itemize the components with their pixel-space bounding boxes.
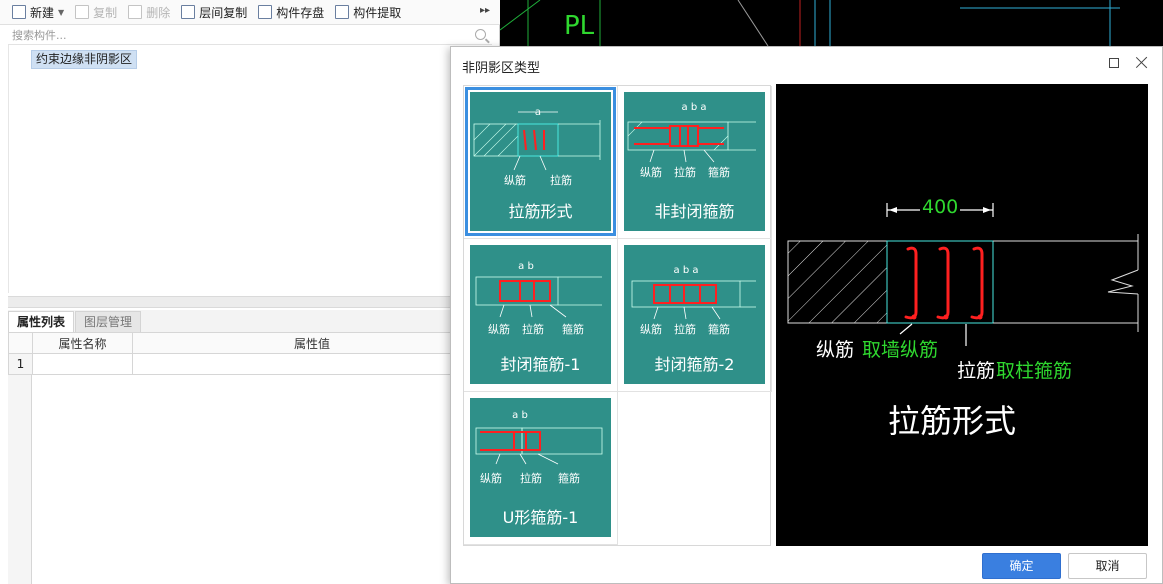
tile-note-tie: 拉筋	[550, 173, 572, 187]
save-component-button[interactable]: 构件存盘	[258, 0, 324, 25]
cad-text-pl: PL	[564, 11, 595, 41]
type-grid: a 纵筋 拉筋 拉筋形式	[463, 85, 772, 546]
tile-label: 封闭箍筋-1	[500, 355, 581, 374]
component-tree: 约束边缘非阴影区	[8, 45, 492, 293]
preview-diagram	[787, 203, 1139, 346]
tile-label: U形箍筋-1	[502, 508, 579, 527]
table-cell-name[interactable]	[32, 353, 133, 375]
delete-button-label: 删除	[146, 5, 171, 20]
column-header-value: 属性值	[132, 332, 492, 354]
tile-diagram-open-stirrup: a b a 纵筋 拉筋 箍筋	[627, 102, 756, 179]
tile-card: a b 纵筋 拉筋 箍筋 封闭箍筋-1	[470, 245, 611, 384]
tile-note-longitudinal: 纵筋	[488, 322, 510, 336]
tile-note-tie: 拉筋	[674, 322, 696, 336]
maximize-icon[interactable]	[1109, 58, 1119, 68]
tile-note-tie: 拉筋	[520, 471, 542, 485]
preview-rule-longitudinal: 取墙纵筋	[862, 339, 939, 361]
tile-note-tie: 拉筋	[522, 322, 544, 336]
delete-button[interactable]: 删除	[128, 0, 170, 25]
tile-dim-text: a b a	[674, 265, 699, 276]
row-number-header	[8, 332, 33, 354]
trash-icon	[128, 5, 143, 19]
row-number-gutter	[8, 375, 32, 584]
copy-icon	[75, 5, 90, 19]
cancel-button[interactable]: 取消	[1068, 553, 1147, 579]
tile-dim-text: a b	[518, 261, 534, 272]
tile-diagram-u-stirrup-1: a b 纵筋 拉筋 箍筋	[475, 410, 603, 485]
search-input[interactable]	[8, 28, 458, 42]
tile-note-tie: 拉筋	[674, 165, 696, 179]
tile-card: a 纵筋 拉筋 拉筋形式	[465, 87, 616, 236]
table-row[interactable]: 1	[8, 353, 492, 375]
save-component-label: 构件存盘	[276, 5, 325, 20]
type-tile-u-stirrup-1[interactable]: a b 纵筋 拉筋 箍筋 U形箍筋-1	[464, 392, 618, 545]
tile-card: a b a 纵筋 拉筋 箍筋 非封闭箍筋	[624, 92, 765, 231]
tile-diagram-closed-stirrup-2: a b a 纵筋 拉筋 箍筋	[631, 265, 756, 336]
preview-label-tie: 拉筋	[957, 360, 996, 382]
layer-copy-icon	[181, 5, 196, 19]
tile-dim-text: a b a	[682, 102, 707, 113]
save-icon	[258, 5, 273, 19]
tab-layer-management[interactable]: 图层管理	[75, 311, 142, 332]
extract-component-label: 构件提取	[353, 5, 402, 20]
table-cell-value[interactable]	[132, 353, 492, 375]
left-panel: 新建 ▼ 复制 删除 层间复制 构件存盘 构件提取 ▸▸ 约束边缘非阴影区	[0, 0, 500, 584]
extract-component-button[interactable]: 构件提取	[335, 0, 401, 25]
double-chevron-right-icon[interactable]: ▸▸	[479, 5, 490, 16]
layer-copy-button[interactable]: 层间复制	[181, 0, 247, 25]
new-button[interactable]: 新建 ▼	[12, 0, 64, 25]
toolbar: 新建 ▼ 复制 删除 层间复制 构件存盘 构件提取 ▸▸	[0, 0, 500, 25]
type-tile-closed-stirrup-1[interactable]: a b 纵筋 拉筋 箍筋 封闭箍筋-1	[464, 239, 618, 392]
non-shadow-type-dialog: 非阴影区类型 a 纵筋 拉筋	[450, 46, 1163, 584]
tile-label: 非封闭箍筋	[654, 202, 735, 221]
extract-icon	[335, 5, 350, 19]
property-table: 属性名称 属性值 1	[8, 332, 492, 375]
tile-label: 封闭箍筋-2	[654, 355, 735, 374]
ok-button[interactable]: 确定	[982, 553, 1061, 579]
tile-diagram-tie-bar: a 纵筋 拉筋	[473, 107, 601, 187]
row-number: 1	[8, 353, 33, 375]
copy-button-label: 复制	[93, 5, 118, 20]
type-tile-closed-stirrup-2[interactable]: a b a 纵筋 拉筋 箍筋 封闭箍筋-2	[618, 239, 772, 392]
tile-dim-text: a b	[512, 410, 528, 421]
tile-note-stirrup: 箍筋	[708, 165, 730, 179]
tile-note-stirrup: 箍筋	[558, 471, 580, 485]
new-file-icon	[12, 5, 26, 19]
dialog-title: 非阴影区类型	[462, 61, 541, 76]
panel-splitter[interactable]	[8, 296, 492, 308]
chevron-down-icon[interactable]: ▼	[58, 7, 65, 17]
layer-copy-button-label: 层间复制	[199, 5, 248, 20]
tab-property-list[interactable]: 属性列表	[8, 311, 75, 332]
type-preview: 400 纵筋 取墙纵筋 拉筋 取柱箍筋 拉筋形式	[776, 84, 1148, 546]
tile-note-longitudinal: 纵筋	[640, 322, 662, 336]
search-icon[interactable]	[475, 29, 486, 40]
preview-label-longitudinal: 纵筋	[816, 339, 855, 361]
tile-card: a b a 纵筋 拉筋 箍筋 封闭箍筋-2	[624, 245, 765, 384]
type-tile-open-stirrup[interactable]: a b a 纵筋 拉筋 箍筋 非封闭箍筋	[618, 86, 772, 239]
tile-note-stirrup: 箍筋	[708, 322, 730, 336]
new-button-label: 新建	[30, 5, 55, 20]
tile-dim-text: a	[535, 107, 541, 118]
tile-note-stirrup: 箍筋	[562, 322, 584, 336]
tile-note-longitudinal: 纵筋	[480, 471, 502, 485]
tile-diagram-closed-stirrup-1: a b 纵筋 拉筋 箍筋	[475, 261, 602, 336]
tree-item-constraint-non-shadow[interactable]: 约束边缘非阴影区	[31, 50, 138, 69]
tile-note-longitudinal: 纵筋	[504, 173, 526, 187]
type-tile-tie-bar[interactable]: a 纵筋 拉筋 拉筋形式	[464, 86, 618, 239]
property-tabs: 属性列表 图层管理	[8, 310, 492, 332]
preview-title: 拉筋形式	[888, 402, 1017, 440]
table-header-row: 属性名称 属性值	[8, 332, 492, 354]
copy-button[interactable]: 复制	[75, 0, 117, 25]
preview-rule-tie: 取柱箍筋	[996, 360, 1073, 382]
close-icon[interactable]	[1135, 55, 1149, 69]
column-header-name: 属性名称	[32, 332, 133, 354]
tile-card: a b 纵筋 拉筋 箍筋 U形箍筋-1	[470, 398, 611, 537]
search-box	[8, 26, 492, 45]
tile-note-longitudinal: 纵筋	[640, 165, 662, 179]
tile-label: 拉筋形式	[508, 202, 573, 221]
preview-dimension: 400	[920, 196, 961, 218]
